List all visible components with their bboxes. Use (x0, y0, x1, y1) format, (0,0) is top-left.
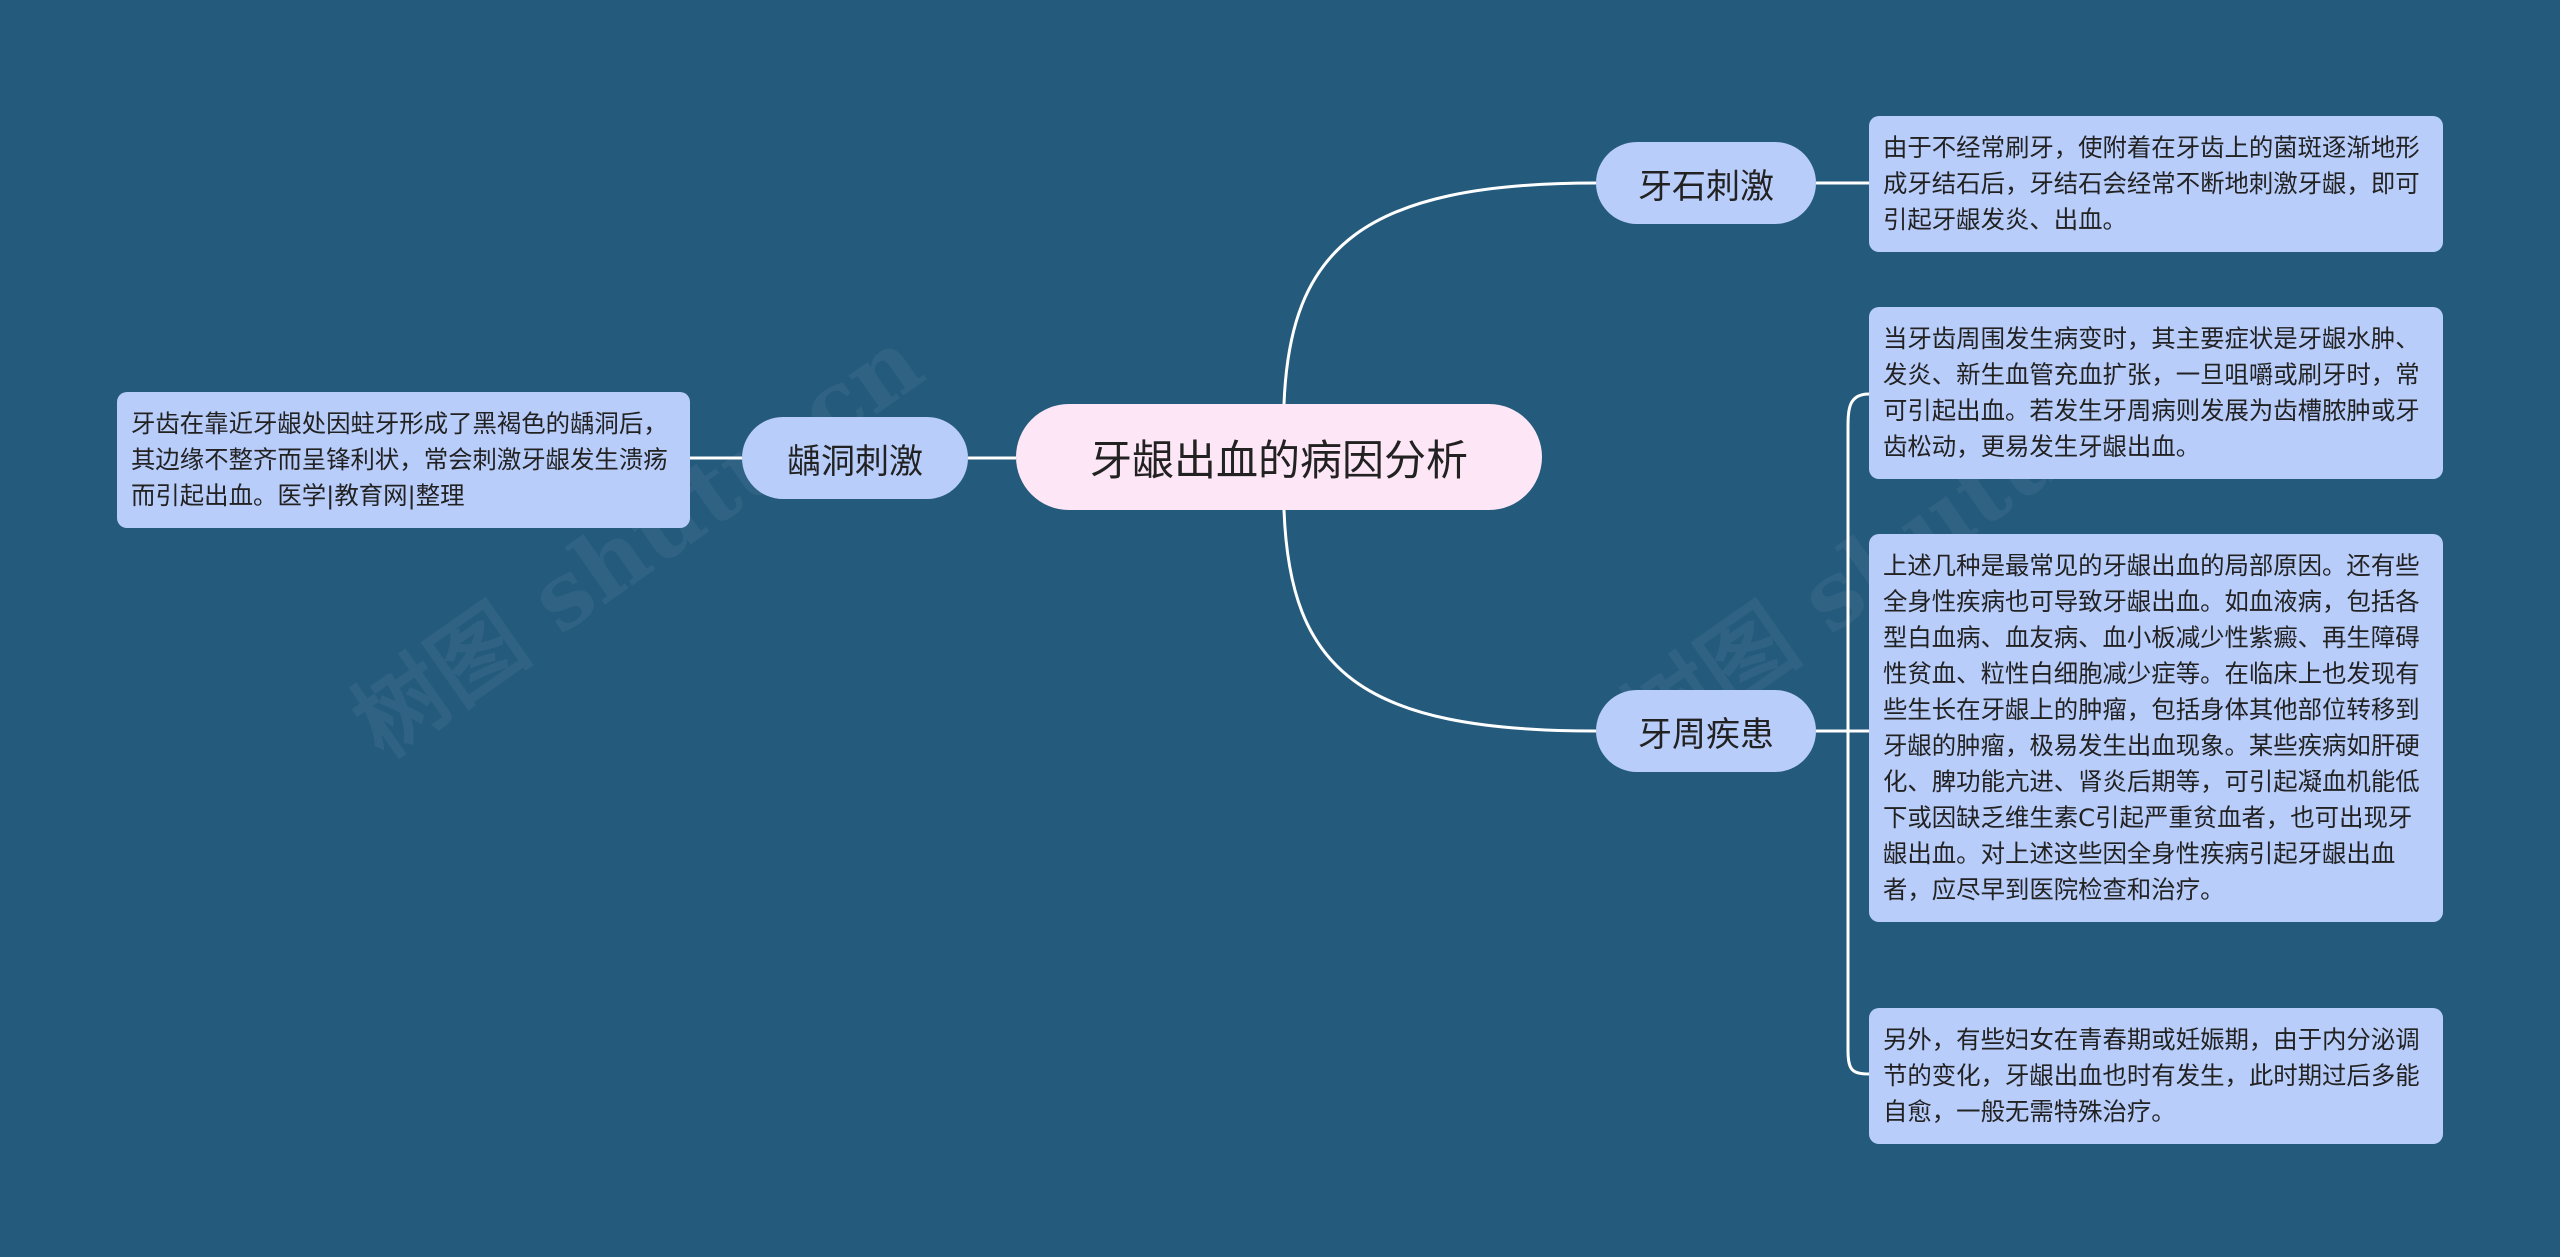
root-topic[interactable]: 牙龈出血的病因分析 (1016, 404, 1542, 510)
connector-bracket-spine (1846, 392, 1870, 1076)
branch-periodontal[interactable]: 牙周疾患 (1596, 690, 1816, 772)
connector-root-periodontal (1282, 509, 1597, 733)
branch-tartar[interactable]: 牙石刺激 (1596, 142, 1816, 224)
note-caries[interactable]: 牙齿在靠近牙龈处因蛀牙形成了黑褐色的龋洞后，其边缘不整齐而呈锋利状，常会刺激牙龈… (117, 392, 690, 528)
note-periodontal-hormonal[interactable]: 另外，有些妇女在青春期或妊娠期，由于内分泌调节的变化，牙龈出血也时有发生，此时期… (1869, 1008, 2443, 1144)
note-tartar[interactable]: 由于不经常刷牙，使附着在牙齿上的菌斑逐渐地形成牙结石后，牙结石会经常不断地刺激牙… (1869, 116, 2443, 252)
note-periodontal-local[interactable]: 当牙齿周围发生病变时，其主要症状是牙龈水肿、发炎、新生血管充血扩张，一旦咀嚼或刷… (1869, 307, 2443, 479)
note-periodontal-systemic[interactable]: 上述几种是最常见的牙龈出血的局部原因。还有些全身性疾病也可导致牙龈出血。如血液病… (1869, 534, 2443, 922)
connector-root-tartar (1282, 181, 1597, 405)
branch-caries[interactable]: 龋洞刺激 (742, 417, 968, 499)
